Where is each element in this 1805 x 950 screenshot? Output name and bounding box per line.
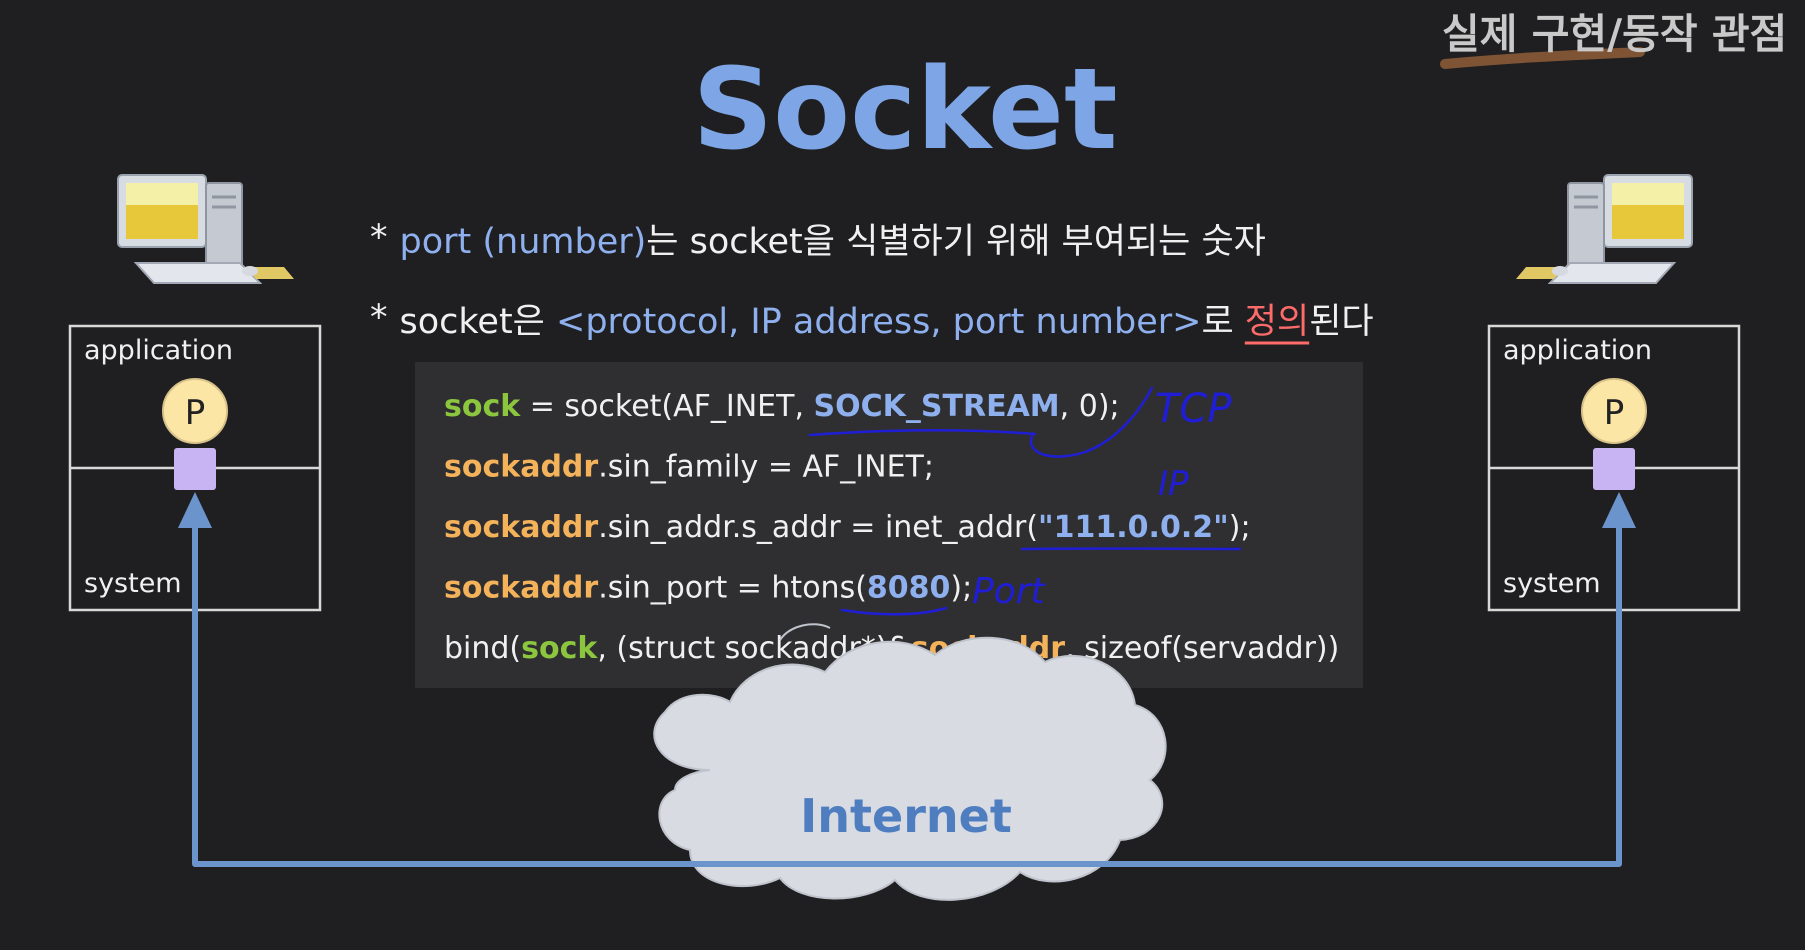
- socket-port-box: [174, 448, 216, 490]
- computer-icon: [1516, 174, 1693, 284]
- code-token: sock: [521, 631, 598, 666]
- bullet-text-part: 된다: [1309, 302, 1373, 342]
- code-token: sockaddr: [444, 450, 598, 485]
- code-token: SOCK_STREAM: [814, 389, 1060, 424]
- code-token: .sin_family = AF_INET;: [598, 450, 934, 485]
- application-label: application: [84, 335, 233, 366]
- annot-port: Port: [972, 571, 1047, 612]
- arrow-up-icon: [178, 492, 212, 528]
- annot-ip: IP: [1158, 464, 1189, 504]
- bullet-text-part: port (number): [400, 222, 647, 262]
- code-lines: sock = socket(AF_INET, SOCK_STREAM, 0);s…: [444, 389, 1339, 666]
- page-title: Socket: [693, 45, 1118, 175]
- bullet-star: *: [370, 298, 388, 338]
- computer-icon: [117, 174, 294, 284]
- code-line: sockaddr.sin_family = AF_INET;: [444, 450, 934, 485]
- system-label: system: [1503, 568, 1601, 599]
- bullet-text-part: 정의: [1245, 302, 1309, 342]
- cloud-label: Internet: [800, 789, 1012, 843]
- bullet-text-part: <protocol, IP address, port number>: [556, 302, 1201, 342]
- process-circle: [1581, 378, 1647, 444]
- code-token: sockaddr: [444, 510, 598, 545]
- code-token: .sin_addr.s_addr = inet_addr(: [598, 510, 1038, 545]
- pen-annotations: [808, 386, 1242, 616]
- socket-port-box: [1593, 448, 1635, 490]
- code-block: [415, 362, 1363, 688]
- bullet-star: *: [370, 218, 388, 258]
- code-token: 8080: [867, 571, 951, 606]
- right-host: application system P: [1487, 174, 1741, 612]
- code-token: );: [1229, 510, 1251, 545]
- cloud-icon: [653, 623, 1167, 901]
- annot-circle-port: [840, 606, 948, 616]
- code-token: sockaddr: [444, 571, 598, 606]
- code-line: sock = socket(AF_INET, SOCK_STREAM, 0);: [444, 389, 1120, 424]
- bullet-port-definition: * port (number)는 socket을 식별하기 위해 부여되는 숫자: [370, 218, 1266, 262]
- corner-label: 실제 구현/동작 관점: [1442, 10, 1787, 58]
- process-circle: [162, 378, 228, 444]
- code-token: , sizeof(servaddr)): [1065, 631, 1339, 666]
- code-token: sock: [444, 389, 521, 424]
- corner-underline: [1440, 47, 1645, 69]
- code-token: );: [950, 571, 972, 606]
- bullet-text-part: socket: [400, 302, 513, 342]
- code-token: = socket(AF_INET,: [520, 389, 813, 424]
- code-token: .sin_port = htons(: [598, 571, 867, 606]
- code-line: sockaddr.sin_port = htons(8080);: [444, 571, 972, 606]
- system-label: system: [84, 568, 182, 599]
- process-label: P: [1604, 393, 1625, 433]
- annot-stroke-to-tcp: [1029, 386, 1154, 458]
- annot-tcp: TCP: [1155, 386, 1232, 432]
- bullet-text-part: 은: [513, 302, 556, 342]
- bullet-text-part: 는 socket을 식별하기 위해 부여되는 숫자: [646, 222, 1266, 262]
- code-line: sockaddr.sin_addr.s_addr = inet_addr("11…: [444, 510, 1251, 545]
- network-link: [192, 520, 1622, 867]
- application-label: application: [1503, 335, 1652, 366]
- code-token: "111.0.0.2": [1038, 510, 1229, 545]
- arrow-up-icon: [1602, 492, 1636, 528]
- bullet-text-part: 로: [1201, 302, 1244, 342]
- left-host: application system P: [68, 174, 322, 612]
- code-token: bind(: [444, 631, 521, 666]
- process-label: P: [185, 393, 206, 433]
- annot-underline-sock-stream: [808, 429, 1037, 437]
- code-token: , 0);: [1060, 389, 1120, 424]
- bullet-socket-definition: * socket은 <protocol, IP address, port num…: [370, 298, 1374, 342]
